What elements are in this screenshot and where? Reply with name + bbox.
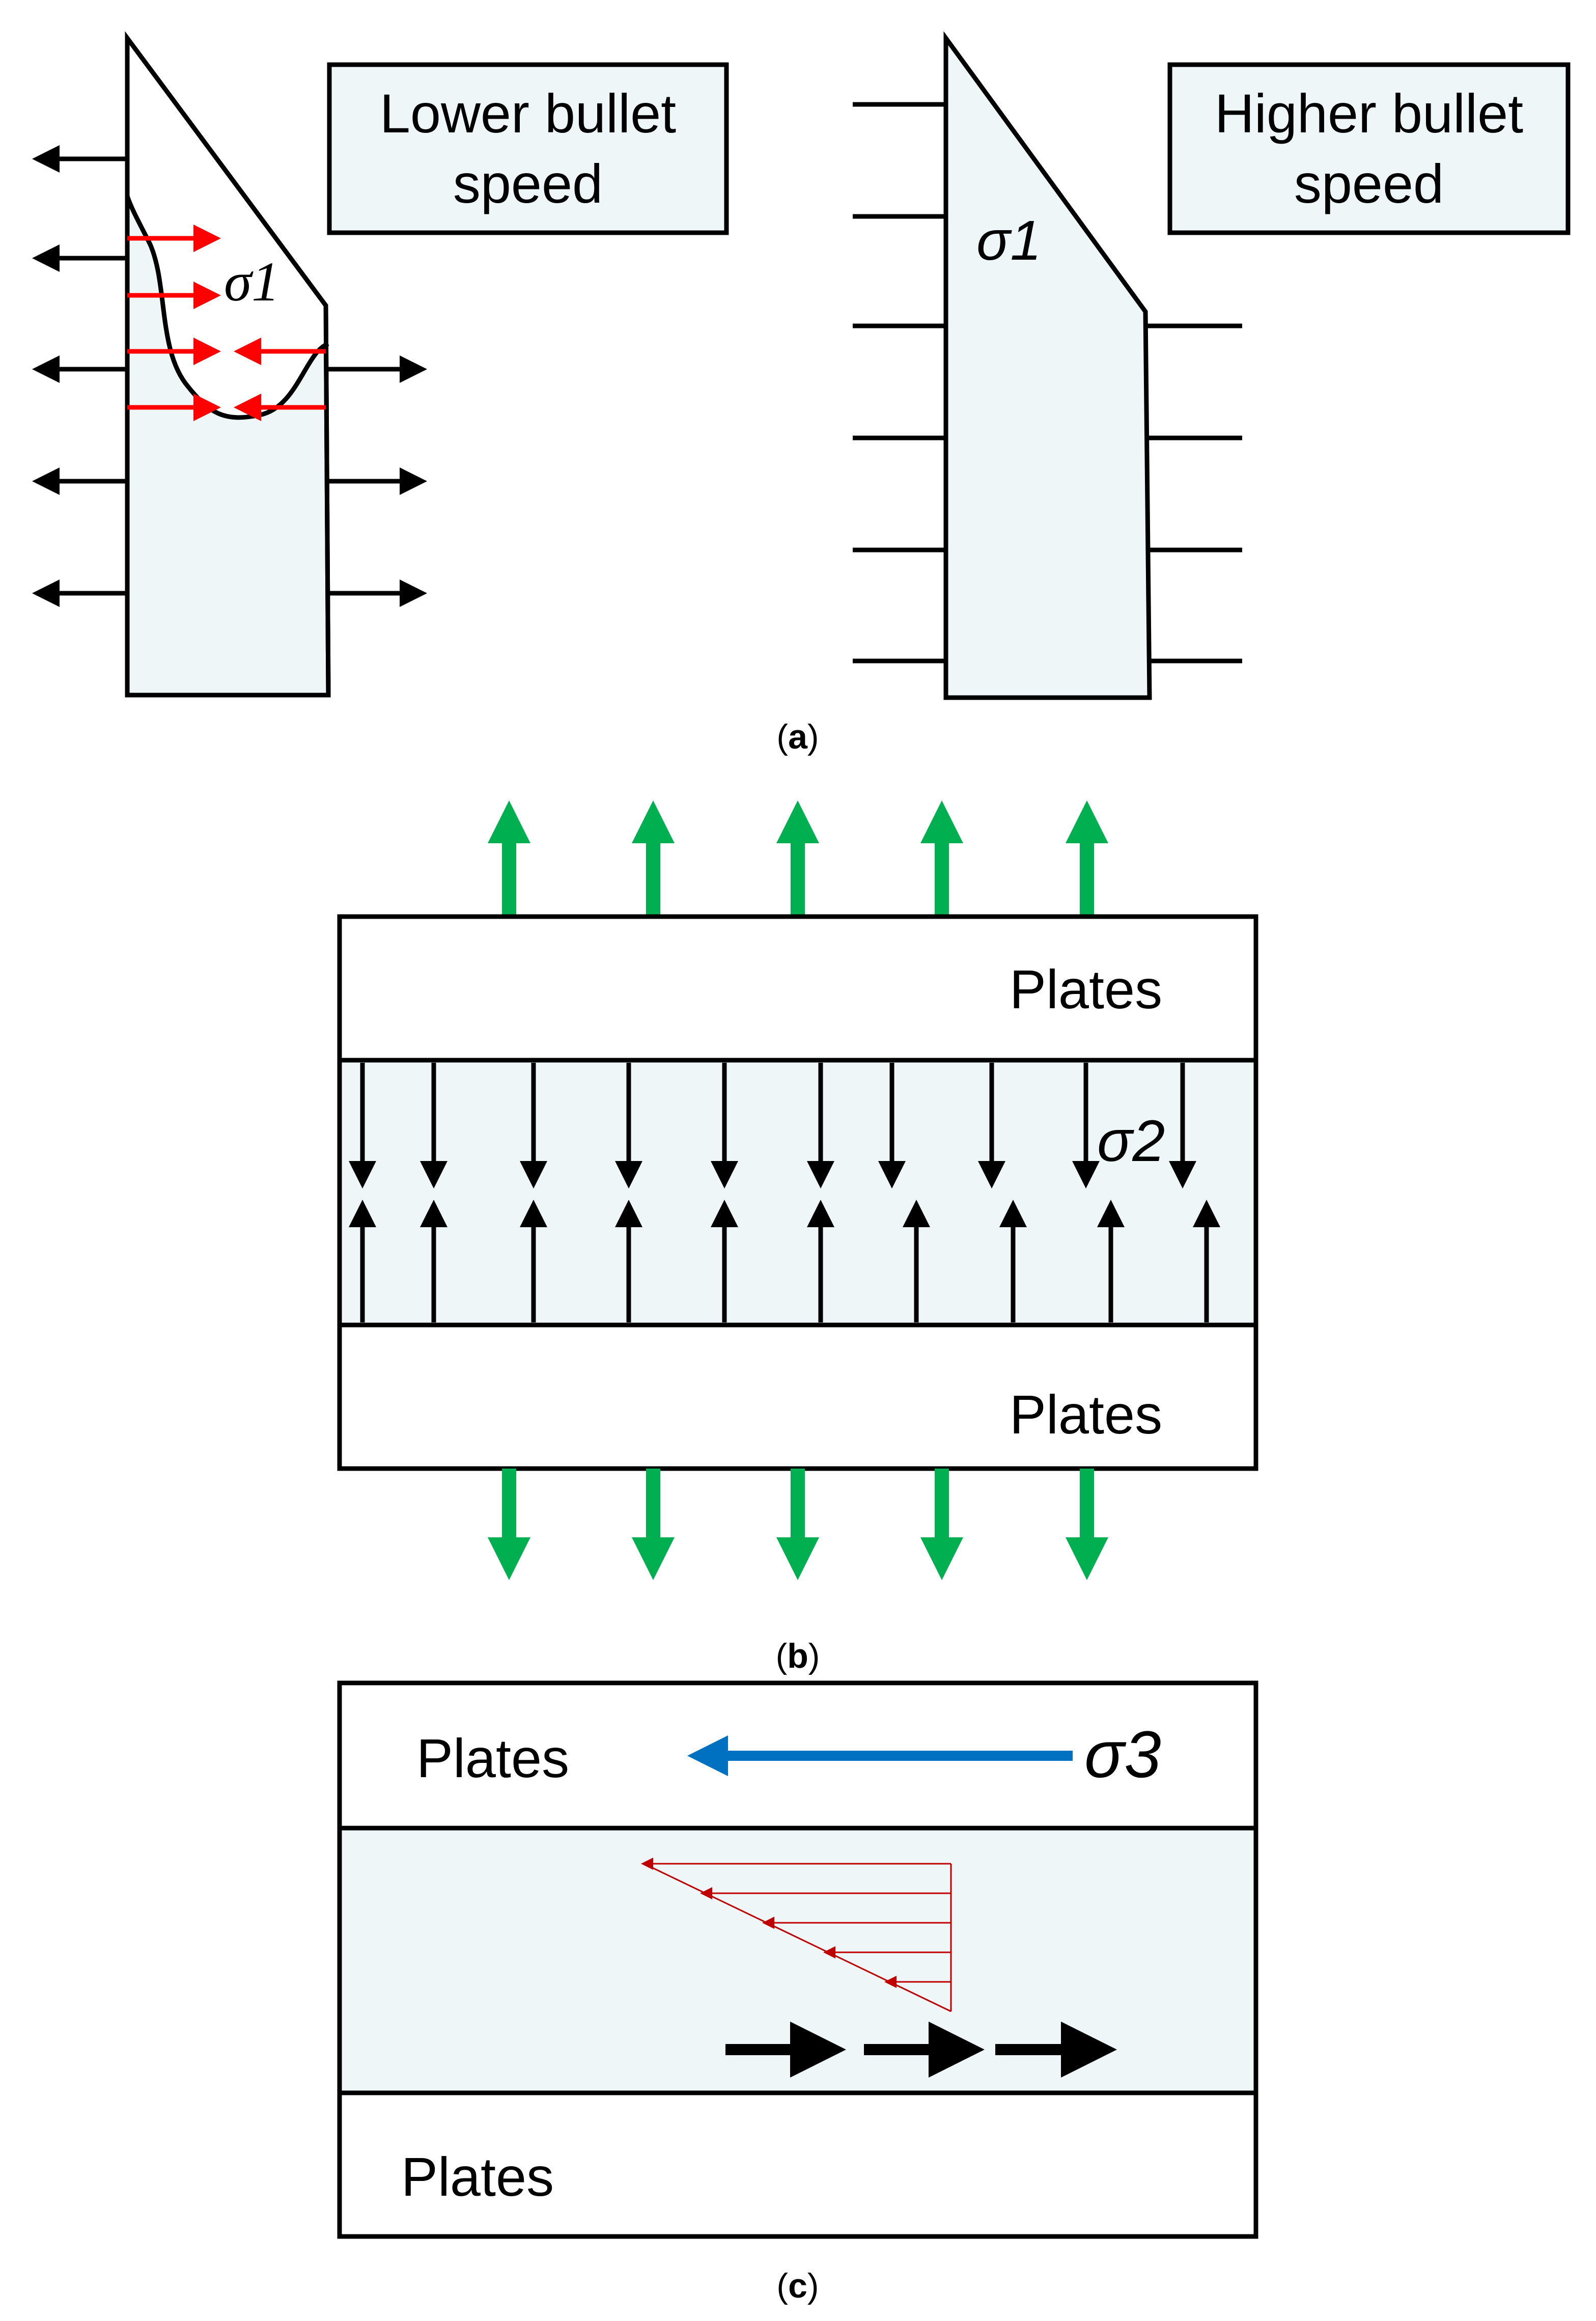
caption-a-close: )	[807, 717, 819, 756]
left-label-line2: speed	[453, 153, 603, 214]
right-label-box	[1167, 62, 1571, 235]
panel-c: Plates σ3 Plates (c)	[337, 1680, 1258, 2305]
right-label-line2: speed	[1294, 153, 1444, 214]
caption-b-letter: b	[787, 1637, 808, 1675]
sigma-left-label: σ1	[224, 251, 279, 313]
middle-layer-b	[337, 1058, 1258, 1328]
panel-b: Plates σ2 Plates	[337, 800, 1258, 1675]
right-bullet-body	[943, 31, 1152, 700]
bottom-plate-b	[337, 1322, 1258, 1471]
right-bullet-right-ticks	[1146, 323, 1242, 664]
left-bullet-right-arrows	[327, 355, 427, 607]
bottom-plate-c-label: Plates	[401, 2146, 554, 2207]
green-arrows-down	[488, 1469, 1108, 1580]
right-label-line1: Higher bullet	[1215, 82, 1523, 144]
caption-b: (b)	[776, 1637, 820, 1675]
caption-c: (c)	[776, 2267, 819, 2305]
sigma-right-label: σ1	[976, 209, 1042, 272]
bottom-plate-b-label: Plates	[1010, 1384, 1162, 1445]
green-arrows-up	[488, 800, 1108, 917]
right-bullet-left-ticks	[853, 102, 946, 664]
caption-b-close: )	[808, 1637, 820, 1675]
bottom-plate-c	[337, 2090, 1258, 2239]
caption-a-open: (	[776, 717, 788, 756]
left-bullet-tip	[127, 38, 328, 418]
panel-a: σ1 Lower bullet speed σ1 Higher bullet s…	[32, 31, 1571, 756]
sigma-c-label: σ3	[1084, 1717, 1161, 1791]
left-bullet-left-arrows	[32, 145, 127, 607]
left-label-box	[327, 62, 729, 235]
left-bullet-outline	[125, 31, 331, 698]
top-plate-b	[337, 914, 1258, 1063]
caption-c-letter: c	[788, 2267, 807, 2305]
velocity-profile	[641, 1858, 952, 2012]
left-label-line1: Lower bullet	[380, 82, 676, 144]
up-arrows-b	[349, 1200, 1220, 1322]
profile-diagonal	[643, 1863, 951, 2012]
caption-b-open: (	[776, 1637, 788, 1675]
caption-c-open: (	[776, 2267, 788, 2305]
top-plate-c-label: Plates	[416, 1727, 569, 1789]
caption-a-letter: a	[788, 717, 808, 756]
caption-c-close: )	[807, 2267, 819, 2305]
caption-a: (a)	[776, 717, 819, 756]
sigma-b-label: σ2	[1097, 1109, 1165, 1174]
top-plate-b-label: Plates	[1010, 958, 1162, 1020]
down-arrows-b	[349, 1063, 1196, 1189]
left-bullet-red-arrows	[127, 225, 326, 421]
